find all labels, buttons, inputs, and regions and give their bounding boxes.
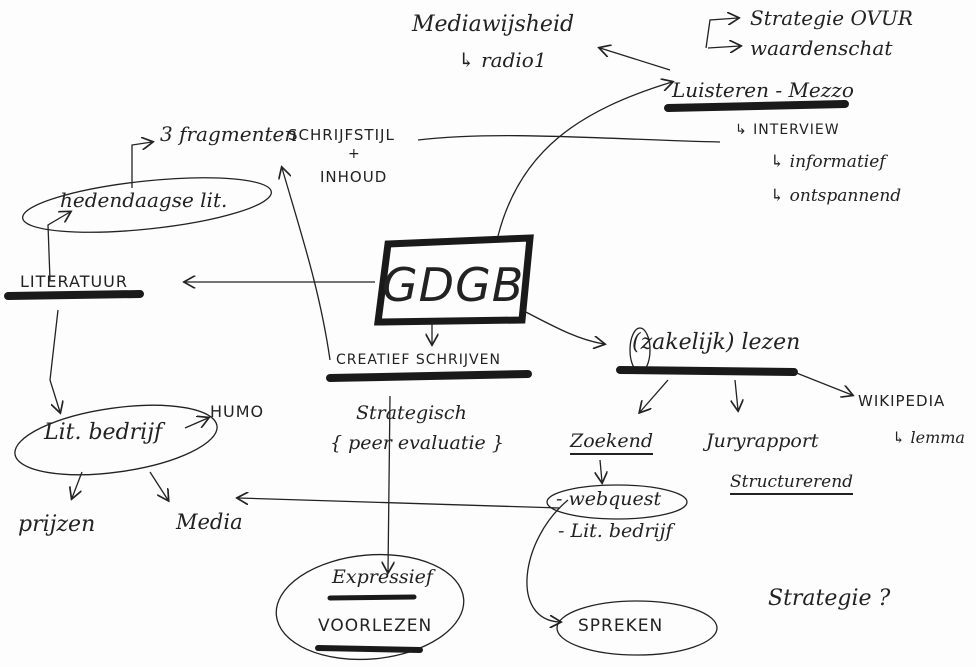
- center-node: GDGB: [382, 258, 525, 312]
- zakelijk-marker: [616, 366, 798, 376]
- node-creatief: CREATIEF SCHRIJVEN: [336, 352, 501, 368]
- node-interview: ↳ INTERVIEW: [735, 122, 840, 138]
- node-wikipedia: WIKIPEDIA: [858, 392, 946, 410]
- node-prijzen: prijzen: [18, 512, 96, 537]
- voorlezen-ellipse: [275, 553, 465, 661]
- node-strategisch: Strategisch: [356, 402, 467, 424]
- webquest-ellipse: [546, 484, 688, 520]
- node-voorlezen: VOORLEZEN: [318, 616, 433, 636]
- node-lit-bedrijf: Lit. bedrijf: [44, 420, 163, 445]
- node-plus: +: [348, 146, 361, 162]
- node-hedendaagse: hedendaagse lit.: [60, 188, 228, 212]
- node-humo: HUMO: [210, 402, 265, 421]
- node-structurerend: Structurerend: [730, 472, 854, 495]
- node-schrijfstijl: SCHRIJFSTIJL: [288, 126, 395, 144]
- node-strategie-q: Strategie ?: [768, 586, 891, 611]
- node-luisteren: Luisteren - Mezzo: [672, 78, 854, 102]
- node-juryrapport: Juryrapport: [706, 430, 819, 452]
- node-mediawijsheid: Mediawijsheid: [412, 12, 575, 37]
- literatuur-marker: [4, 290, 144, 300]
- node-informatief: ↳ informatief: [770, 152, 886, 172]
- node-expressief: Expressief: [332, 566, 433, 588]
- node-peer: { peer evaluatie }: [330, 432, 504, 454]
- node-fragmenten: 3 fragmenten: [160, 122, 298, 146]
- node-spreken: SPREKEN: [578, 616, 664, 636]
- node-waardenschat: waardenschat: [750, 36, 893, 60]
- node-literatuur: LITERATUUR: [20, 272, 128, 291]
- hedendaagse-ellipse: [22, 177, 272, 233]
- node-zoekend: Zoekend: [570, 430, 654, 455]
- expressief-marker: [327, 594, 417, 601]
- luisteren-marker: [664, 100, 849, 112]
- node-webquest: - webquest: [556, 488, 662, 510]
- voorlezen-marker: [315, 645, 423, 653]
- node-lit-bedrijf-2: - Lit. bedrijf: [558, 520, 673, 542]
- node-ontspannend: ↳ ontspannend: [770, 186, 902, 206]
- node-media: Media: [176, 510, 243, 534]
- node-lemma: ↳ lemma: [892, 428, 965, 447]
- node-inhoud: INHOUD: [320, 168, 388, 186]
- lit-bedrijf-ellipse: [14, 404, 218, 476]
- creatief-marker: [326, 370, 532, 382]
- node-zakelijk: (zakelijk) lezen: [632, 330, 801, 355]
- center-box: [374, 234, 534, 326]
- node-strategie-ovur: Strategie OVUR: [750, 6, 913, 30]
- node-radio1: ↳ radio1: [458, 48, 547, 72]
